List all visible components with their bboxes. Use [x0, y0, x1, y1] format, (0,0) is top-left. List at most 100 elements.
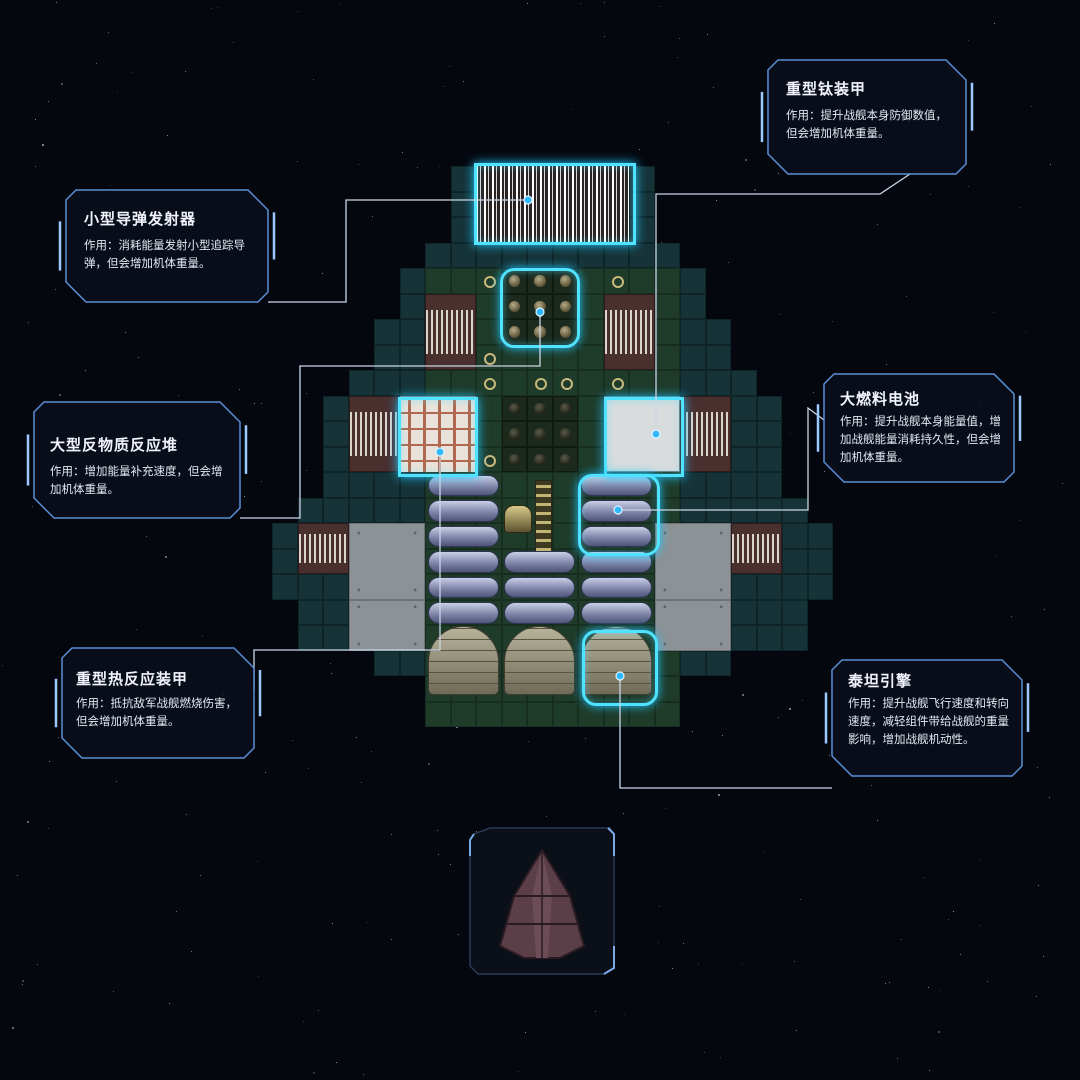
hull-tile [654, 242, 680, 268]
storage-rack [425, 293, 476, 370]
panel-large-antimatter-reactor[interactable]: 大型反物质反应堆 作用：增加能量补充速度，但会增加机体重量。 [26, 401, 248, 519]
star [258, 976, 260, 978]
highlight-fuel-cell[interactable] [604, 397, 684, 477]
panel-titan-engine[interactable]: 泰坦引擎 作用：提升战舰飞行速度和转向速度，减轻组件带给战舰的重量影响，增加战舰… [824, 659, 1030, 777]
star [604, 36, 606, 38]
reactor-node [527, 421, 553, 447]
star [264, 771, 266, 773]
star [12, 1026, 15, 1029]
star [667, 121, 669, 123]
floor-tile [552, 701, 578, 727]
panel-small-missile-launcher[interactable]: 小型导弹发射器 作用：消耗能量发射小型追踪导弹，但会增加机体重量。 [58, 189, 276, 303]
hull-tile [425, 242, 451, 268]
armor-plate [348, 599, 425, 651]
hull-tile [323, 446, 349, 472]
star [603, 2, 605, 4]
ship-thumbnail[interactable] [468, 826, 616, 976]
star [313, 1072, 316, 1075]
floor-tile [654, 650, 680, 676]
star [462, 81, 464, 83]
star [937, 1031, 940, 1034]
panel-heavy-thermal-armor[interactable]: 重型热反应装甲 作用：抵抗敌军战舰燃烧伤害，但会增加机体重量。 [54, 647, 262, 759]
star [438, 165, 440, 167]
hull-tile [323, 421, 349, 447]
star [444, 85, 446, 87]
floor-tile [476, 293, 502, 319]
hull-tile [399, 370, 425, 396]
floor-tile [476, 395, 502, 421]
highlight-antimatter-reactor[interactable] [398, 397, 478, 477]
star [47, 828, 49, 830]
star [884, 983, 886, 985]
star [85, 369, 87, 371]
star [41, 143, 44, 146]
star [800, 899, 801, 901]
star [1035, 995, 1037, 997]
star [28, 322, 30, 324]
star [17, 875, 19, 877]
hull-tile [272, 574, 298, 600]
floor-tile [552, 472, 578, 498]
panel-accent [824, 683, 1030, 744]
highlight-reactor-cluster[interactable] [500, 268, 580, 348]
storage-rack [603, 293, 655, 370]
hull-tile [756, 446, 782, 472]
star [1011, 615, 1013, 617]
star [968, 39, 970, 41]
hull-tile [756, 599, 782, 625]
highlight-titan-engine[interactable] [582, 630, 658, 706]
star [1044, 609, 1046, 611]
fuel-tank [427, 576, 499, 599]
fuel-tank [504, 551, 576, 573]
hull-tile [680, 293, 706, 319]
star [427, 763, 430, 766]
conduit-ring-icon [476, 370, 502, 396]
hull-tile [374, 497, 400, 523]
star [1019, 519, 1021, 521]
floor-tile [450, 370, 476, 396]
hull-tile [399, 319, 425, 345]
panel-heavy-titanium-armor[interactable]: 重型钛装甲 作用：提升战舰本身防御数值，但会增加机体重量。 [760, 59, 974, 175]
star [763, 852, 765, 854]
panel-frame [824, 659, 1030, 777]
star [302, 1020, 304, 1022]
hull-tile [552, 242, 578, 268]
hull-tile [756, 395, 782, 421]
floor-tile [654, 293, 680, 319]
armor-plate [654, 599, 731, 651]
hull-tile [501, 242, 527, 268]
star [232, 42, 234, 44]
panel-title: 大燃料电池 [840, 390, 921, 408]
panel-large-fuel-cell[interactable]: 大燃料电池 作用：提升战舰本身能量值，增加战舰能量消耗持久性，但会增加机体重量。 [816, 373, 1022, 483]
star [658, 906, 660, 908]
star [525, 1031, 527, 1033]
star [366, 921, 368, 923]
hull-tile [807, 523, 833, 549]
floor-tile [552, 523, 578, 549]
star [659, 6, 661, 8]
star [623, 812, 625, 814]
highlight-fuel-tanks[interactable] [578, 474, 660, 556]
hull-tile [323, 472, 349, 498]
panel-description: 作用：提升战舰本身防御数值，但会增加机体重量。 [786, 108, 947, 140]
highlight-missile-launcher[interactable] [474, 163, 636, 245]
star [927, 986, 929, 988]
hull-tile [450, 166, 476, 192]
star [96, 63, 98, 65]
hull-tile [374, 319, 400, 345]
star [930, 194, 932, 196]
floor-tile [578, 370, 604, 396]
star [124, 331, 126, 333]
star [35, 118, 37, 120]
star [741, 962, 743, 964]
star [202, 635, 204, 636]
storage-rack [297, 523, 349, 574]
star [639, 148, 641, 150]
panel-title: 泰坦引擎 [848, 672, 913, 690]
fuel-tank [580, 576, 652, 599]
hull-tile [756, 421, 782, 447]
floor-tile [425, 701, 451, 727]
hull-tile [756, 472, 782, 498]
armor-plate [348, 523, 425, 600]
star [145, 536, 147, 538]
